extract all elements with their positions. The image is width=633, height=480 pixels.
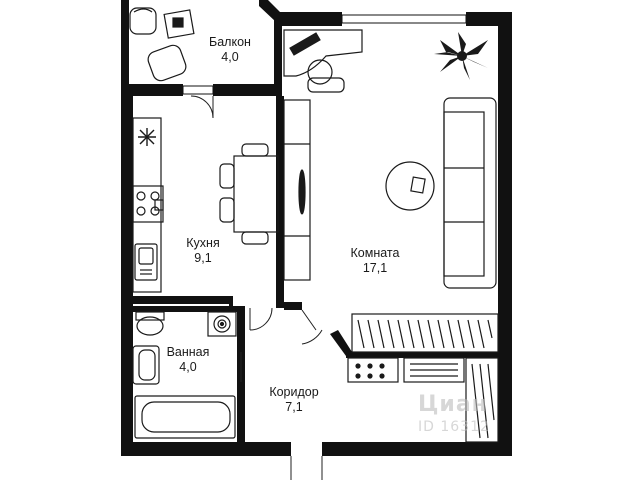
kitchen-room-wall <box>276 96 284 302</box>
watermark-id: ID 16312 <box>418 419 490 435</box>
kitchen-top-wall-right <box>213 84 282 96</box>
room-window <box>341 14 467 24</box>
kitchen-stove-icon <box>132 185 164 223</box>
kitchen-bottom-wall <box>133 296 229 304</box>
exhaust-fan-icon <box>138 128 156 146</box>
watermark: Циан ID 16312 <box>418 392 568 435</box>
sofa-icon <box>443 97 497 289</box>
kitchen-label: Кухня 9,1 <box>172 236 234 266</box>
room-area: 17,1 <box>362 261 388 275</box>
kitchen-name: Кухня <box>186 236 220 250</box>
shoe-cabinet-icon <box>347 357 465 383</box>
kitchen-top-wall-left <box>121 84 183 96</box>
balcony-name: Балкон <box>209 35 251 49</box>
room-bottom-wall-left <box>284 302 302 310</box>
balcony-armchair-icon <box>129 7 157 35</box>
balcony-label: Балкон 4,0 <box>196 35 264 65</box>
east-wall <box>498 12 512 456</box>
desk-icon <box>283 29 363 77</box>
kitchen-sink-icon <box>134 243 158 281</box>
wardrobe-icon <box>351 313 499 353</box>
balcony-table-icon <box>163 9 195 39</box>
room-name: Комната <box>350 246 400 260</box>
corridor-name: Коридор <box>269 385 319 399</box>
west-wall <box>121 84 133 456</box>
corridor-label: Коридор 7,1 <box>258 385 330 415</box>
south-wall-left <box>121 442 291 456</box>
bathroom-label: Ванная 4,0 <box>158 345 218 375</box>
bathroom-area: 4,0 <box>179 360 197 374</box>
kitchen-door-jamb <box>229 296 233 308</box>
dining-table-icon <box>233 155 279 233</box>
round-table-icon <box>385 161 435 211</box>
kitchen-corner-post <box>276 296 284 308</box>
room-diagonal-wall <box>330 330 352 356</box>
bathroom-top-wall <box>133 306 237 312</box>
kitchen-balcony-window <box>182 85 214 95</box>
tv-unit-icon <box>283 99 311 281</box>
bathtub-icon <box>134 395 236 439</box>
kitchen-area: 9,1 <box>194 251 212 265</box>
south-wall-right <box>322 442 512 456</box>
windows <box>182 14 467 95</box>
plant-icon <box>434 32 488 80</box>
walls <box>121 0 512 456</box>
desk-chair-icon <box>307 59 345 93</box>
north-wall-left <box>274 12 342 26</box>
room-label: Комната 17,1 <box>330 246 420 276</box>
balcony-right-wall <box>274 14 282 96</box>
room-bottom-wall-right <box>346 352 498 358</box>
bathroom-name: Ванная <box>166 345 210 359</box>
balcony-area: 4,0 <box>221 50 239 64</box>
washing-machine-icon <box>207 311 237 337</box>
toilet-icon <box>135 311 165 336</box>
corridor-area: 7,1 <box>285 400 303 414</box>
balcony-left-wall <box>121 0 129 84</box>
doors <box>190 95 323 480</box>
wardrobe-icon <box>465 357 499 443</box>
washbasin-icon <box>132 345 160 385</box>
watermark-logo: Циан <box>418 392 488 417</box>
dining-chair-icon <box>219 143 269 245</box>
balcony-armchair-icon <box>147 44 187 82</box>
